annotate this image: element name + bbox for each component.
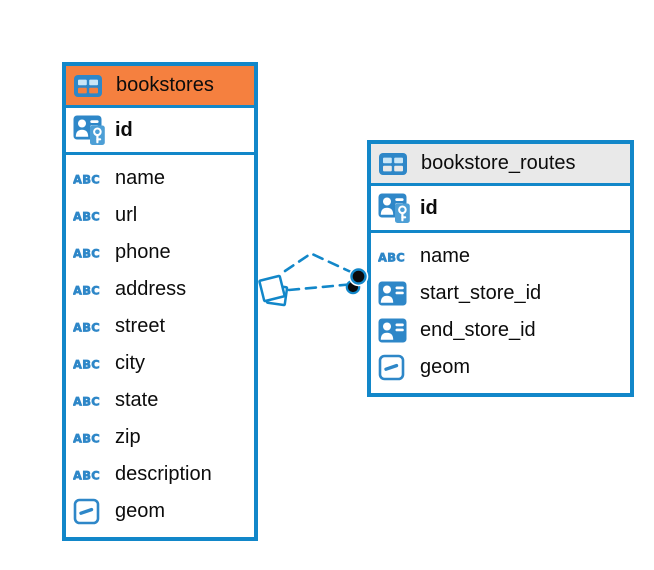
table-title: bookstores [116, 74, 214, 96]
geometry-icon [378, 354, 412, 381]
table-title: bookstore_routes [421, 152, 576, 174]
column-name: geom [420, 356, 471, 378]
column-row-id[interactable]: id [66, 108, 254, 152]
table-header-bookstore-routes[interactable]: bookstore_routes [371, 144, 630, 186]
svg-text:ABC: ABC [73, 431, 100, 445]
abc-icon: ABC [73, 467, 107, 483]
person-card-icon [378, 318, 412, 343]
relationship-line-lower[interactable] [287, 283, 351, 292]
svg-text:ABC: ABC [73, 209, 100, 223]
column-name: geom [115, 500, 166, 522]
column-name: name [115, 167, 166, 189]
relationship-line-upper[interactable] [283, 252, 353, 274]
column-name: city [115, 352, 145, 374]
person-key-icon [378, 193, 412, 224]
svg-text:ABC: ABC [73, 320, 100, 334]
abc-icon: ABC [73, 245, 107, 261]
svg-text:ABC: ABC [73, 246, 100, 260]
entity-table-bookstore-routes[interactable]: bookstore_routes id ABC name start_store_i… [367, 140, 634, 397]
column-name: zip [115, 426, 141, 448]
abc-icon: ABC [73, 208, 107, 224]
svg-text:ABC: ABC [73, 394, 100, 408]
column-row-zip[interactable]: ABC zip [66, 419, 254, 456]
abc-icon: ABC [73, 171, 107, 187]
column-name: name [420, 245, 471, 267]
primary-key-section: id [371, 186, 630, 233]
column-row-phone[interactable]: ABC phone [66, 234, 254, 271]
column-row-start_store_id[interactable]: start_store_id [371, 275, 630, 312]
column-name: url [115, 204, 138, 226]
column-name: state [115, 389, 159, 411]
abc-icon: ABC [73, 319, 107, 335]
column-row-city[interactable]: ABC city [66, 345, 254, 382]
column-name: start_store_id [420, 282, 542, 304]
column-row-end_store_id[interactable]: end_store_id [371, 312, 630, 349]
table-icon [378, 152, 412, 176]
column-row-street[interactable]: ABC street [66, 308, 254, 345]
connector-source-handle[interactable] [258, 274, 289, 307]
column-name: id [420, 196, 438, 219]
abc-icon: ABC [73, 356, 107, 372]
svg-text:ABC: ABC [73, 172, 100, 186]
column-row-address[interactable]: ABC address [66, 271, 254, 308]
abc-icon: ABC [73, 393, 107, 409]
abc-icon: ABC [73, 430, 107, 446]
geometry-icon [73, 498, 107, 525]
column-row-geom[interactable]: geom [66, 493, 254, 530]
column-name: description [115, 463, 212, 485]
column-row-name[interactable]: ABC name [371, 238, 630, 275]
svg-text:ABC: ABC [73, 283, 100, 297]
svg-text:ABC: ABC [73, 468, 100, 482]
svg-text:ABC: ABC [73, 357, 100, 371]
column-name: id [115, 118, 133, 141]
svg-text:ABC: ABC [378, 250, 405, 264]
column-row-name[interactable]: ABC name [66, 160, 254, 197]
column-row-state[interactable]: ABC state [66, 382, 254, 419]
table-icon [73, 74, 107, 98]
table-header-bookstores[interactable]: bookstores [66, 66, 254, 108]
column-name: phone [115, 241, 171, 263]
person-card-icon [378, 281, 412, 306]
primary-key-section: id [66, 108, 254, 155]
column-row-id[interactable]: id [371, 186, 630, 230]
connector-target-handle[interactable] [345, 266, 369, 295]
column-row-description[interactable]: ABC description [66, 456, 254, 493]
column-name: address [115, 278, 187, 300]
column-name: street [115, 315, 166, 337]
abc-icon: ABC [378, 249, 412, 265]
column-row-url[interactable]: ABC url [66, 197, 254, 234]
person-key-icon [73, 115, 107, 146]
abc-icon: ABC [73, 282, 107, 298]
column-name: end_store_id [420, 319, 536, 341]
column-row-geom[interactable]: geom [371, 349, 630, 386]
